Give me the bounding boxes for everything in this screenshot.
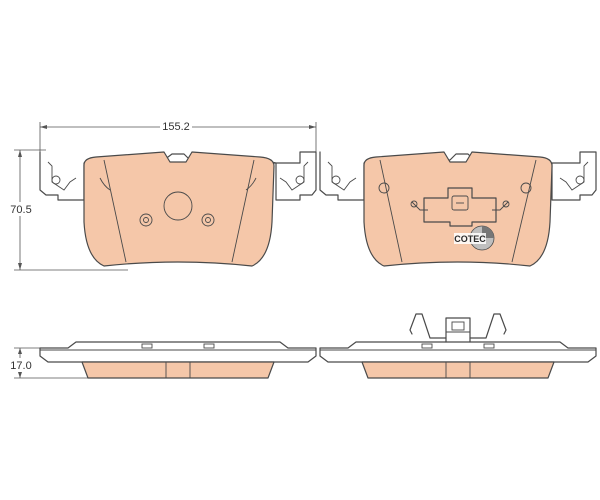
left-center-hole xyxy=(163,191,193,221)
wear-sensor-clip-side xyxy=(409,313,507,343)
left-friction-pad xyxy=(83,151,275,267)
left-pad-side-view xyxy=(39,341,317,379)
left-small-hole-2 xyxy=(201,213,215,227)
right-side-backing-plate xyxy=(319,341,597,363)
height-dimension: 70.5 xyxy=(4,149,128,271)
height-dimension-label: 70.5 xyxy=(10,204,31,216)
width-dimension-label: 155.2 xyxy=(162,121,190,133)
cotec-logo-text: COTEC xyxy=(454,234,486,244)
left-pad-front-view xyxy=(39,151,317,267)
wear-sensor-clip xyxy=(410,187,510,227)
left-side-backing-plate xyxy=(39,341,317,363)
left-side-friction-material xyxy=(81,361,275,379)
right-side-friction-material xyxy=(361,361,555,379)
right-friction-pad xyxy=(363,151,553,267)
width-dimension: 155.2 xyxy=(39,119,317,152)
right-pad-side-view xyxy=(319,313,597,379)
right-pad-front-view: COTEC xyxy=(319,151,597,267)
cotec-logo: COTEC xyxy=(454,225,495,251)
left-small-hole-1 xyxy=(139,213,153,227)
thickness-dimension-label: 17.0 xyxy=(10,360,31,372)
